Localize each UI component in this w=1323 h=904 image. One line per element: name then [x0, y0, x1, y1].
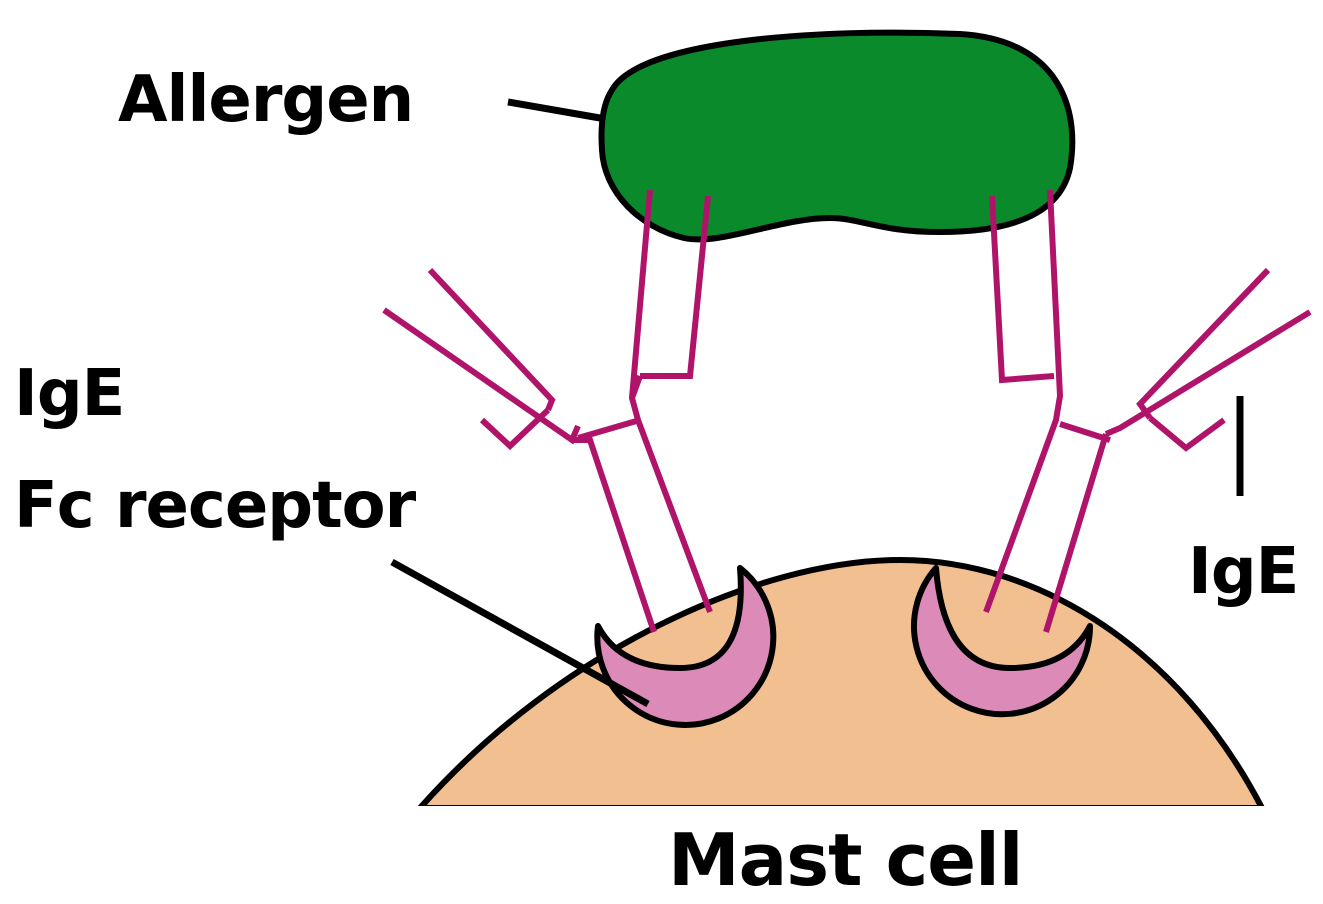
allergen-label: Allergen [118, 68, 413, 132]
allergen-blob [601, 33, 1072, 240]
allergen-leader-line [508, 102, 600, 118]
mast-cell-label: Mast cell [668, 824, 1022, 896]
ige-label-left: IgE [14, 362, 124, 426]
mast-cell-body [420, 560, 1262, 808]
ige-antibody-left [384, 190, 710, 632]
fc-receptor-label: Fc receptor [14, 474, 415, 538]
fc-receptor-leader-line [392, 562, 648, 704]
ige-label-right: IgE [1188, 540, 1298, 604]
